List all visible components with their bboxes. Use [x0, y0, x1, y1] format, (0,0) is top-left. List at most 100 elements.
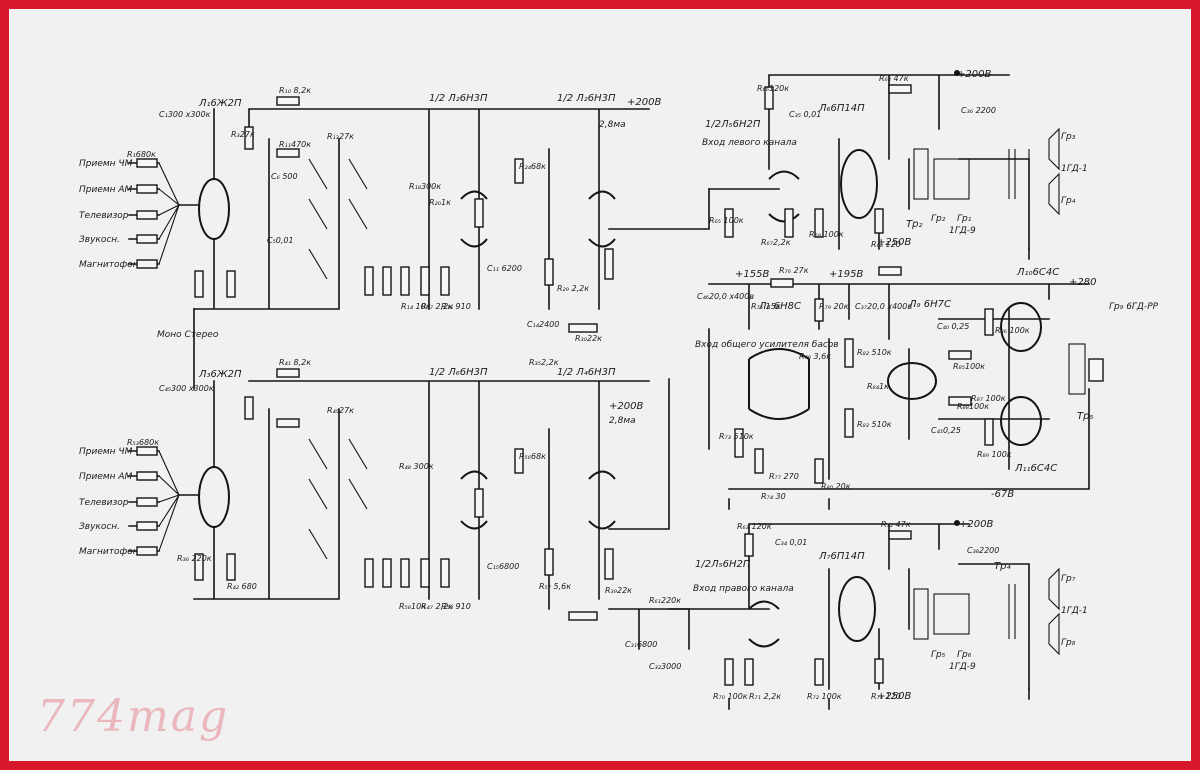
component-value-label: R₅₇ 5,6к — [539, 582, 571, 591]
bass-supply-280: +280 — [1069, 277, 1096, 288]
component-value-label: R₁680к — [127, 150, 156, 159]
bass-tube-a — [748, 348, 810, 420]
right-r-120k — [744, 533, 754, 557]
bass-output-tube2-label: Л₁₁6С4С — [1014, 463, 1057, 474]
component-value-label: R₆₉ 100к — [809, 230, 844, 239]
component-value-label: R₆₅ 100к — [709, 216, 744, 225]
component-value-label: R₇₆ 27к — [779, 266, 809, 275]
top-r-220k — [474, 198, 484, 228]
bottom-tube-3 — [588, 470, 616, 530]
component-value-label: R₄₁ 8,2к — [279, 358, 311, 367]
component-value-label: R₆₃ 120к — [737, 522, 772, 531]
bottom-channel: Приемн ЧМ Приемн АМ Телевизор Звукосн. М… — [79, 358, 690, 671]
ground-stubs — [728, 248, 1030, 710]
component-value-label: R₆₈ 120 — [871, 240, 901, 249]
bottom-r-56k — [544, 548, 554, 576]
bass-r-100k-a — [948, 350, 972, 360]
bass-r-100k-d — [984, 418, 994, 446]
component-value-label: R₁₀ 8,2к — [279, 86, 311, 95]
component-value-label: С₃₇20,0 х400в — [855, 302, 912, 311]
component-value-label: С₆ 500 — [271, 172, 298, 181]
left-input-label: Вход левого канала — [702, 138, 797, 148]
component-value-label: R₆₇2,2к — [761, 238, 791, 247]
component-value-label: R₇₁ 2,2к — [749, 692, 781, 701]
right-speaker-gr6: Гр₆ — [957, 650, 972, 660]
component-value-label: R₆₆120к — [757, 84, 789, 93]
bottom-r-input-1 — [136, 446, 158, 456]
top-r-68k — [514, 158, 524, 184]
right-input-label: Вход правого канала — [693, 584, 794, 594]
left-speaker-gr2: Гр₂ — [931, 214, 946, 224]
right-plus250-label: +250В — [877, 691, 911, 702]
top-selector — [158, 162, 180, 265]
top-r-plate — [244, 126, 254, 150]
component-value-label: R₈₈100к — [957, 402, 989, 411]
top-r-1k-22k — [604, 248, 614, 280]
component-value-label: R₁₄ 10к — [401, 302, 431, 311]
left-r-120k — [764, 86, 774, 110]
top-input-fm: Приемн ЧМ — [79, 159, 133, 169]
right-power-tube-label: Л₇6П14П — [818, 551, 865, 562]
component-value-label: R₈₂ 510к — [857, 348, 892, 357]
top-tube2-label: 1/2 Л₂6Н3П — [429, 93, 488, 104]
component-value-label: R₇₈ 3,6к — [799, 352, 831, 361]
top-r-input-1 — [136, 158, 158, 168]
component-value-label: R₄₅27к — [327, 406, 354, 415]
top-switch-contacts — [308, 158, 368, 280]
component-value-label: R₄₇ 2,2к — [421, 602, 453, 611]
bass-wires — [708, 283, 1090, 490]
bottom-input-tv: Телевизор — [79, 498, 129, 508]
bass-transformer-label: Тр₅ — [1077, 411, 1093, 422]
bottom-r-33k — [382, 558, 392, 588]
top-r-cathode-2 — [226, 270, 236, 298]
bass-output-tube-label: Л₁₀6С4С — [1016, 267, 1059, 278]
bass-r-15k — [878, 266, 902, 276]
component-value-label: R₆₂ 47к — [879, 74, 909, 83]
right-speaker-gr5: Гр₅ — [931, 650, 946, 660]
left-r-100k — [724, 208, 734, 238]
mono-stereo-label: Моно Стерео — [157, 330, 219, 340]
bottom-r-plate — [244, 396, 254, 420]
right-speaker-gr7: Гр₇ — [1061, 574, 1076, 584]
bottom-switch-contacts — [308, 438, 368, 560]
left-speaker-gr1: Гр₁ — [957, 214, 972, 224]
component-value-label: С₄₀ 0,25 — [937, 322, 969, 331]
component-value-label: R₇₂ 47к — [881, 520, 911, 529]
top-input-tape: Магнитофон — [79, 260, 139, 270]
top-tube-3 — [588, 190, 616, 248]
left-preamp-tube — [768, 170, 800, 223]
component-value-label: R₄₈ 300к — [399, 462, 434, 471]
component-value-label: R₅₃680к — [127, 438, 159, 447]
left-speakers — [1048, 127, 1060, 216]
bass-output-tube-2 — [1000, 396, 1042, 446]
right-crossover-box — [933, 593, 970, 635]
bass-r-510k — [734, 428, 744, 458]
component-value-label: С₄₆20,0 х400в — [697, 292, 754, 301]
bottom-input-fm: Приемн ЧМ — [79, 447, 133, 457]
component-value-label: С₃₄ 0,01 — [775, 538, 807, 547]
left-transformer-2 — [913, 148, 929, 200]
top-r-10k — [400, 266, 410, 296]
component-value-label: R₂₀1к — [429, 198, 451, 207]
component-value-label: R₇₅ 15к — [751, 302, 781, 311]
bass-r-510k-3 — [844, 408, 854, 438]
bass-r-20k — [814, 298, 824, 322]
bottom-supply-label: +200В — [609, 401, 643, 412]
top-channel: Приемн ЧМ Приемн АМ Телевизор Звукосн. М… — [79, 86, 710, 367]
bass-r-27k — [770, 278, 794, 288]
left-wires — [708, 74, 1030, 250]
component-value-label: R₄₂ 680 — [227, 582, 257, 591]
top-tube-1 — [198, 178, 230, 240]
component-value-label: R₈₅100к — [953, 362, 985, 371]
component-value-label: R₃₀22к — [575, 334, 602, 343]
left-r-22k — [784, 208, 794, 238]
component-value-label: R₈₉ 100к — [977, 450, 1012, 459]
bottom-tube2-label: 1/2 Л₆6Н3П — [429, 367, 488, 378]
left-r-100k-2 — [814, 208, 824, 238]
component-value-label: R₃₉22к — [605, 586, 632, 595]
bass-r-100k-c — [984, 308, 994, 336]
